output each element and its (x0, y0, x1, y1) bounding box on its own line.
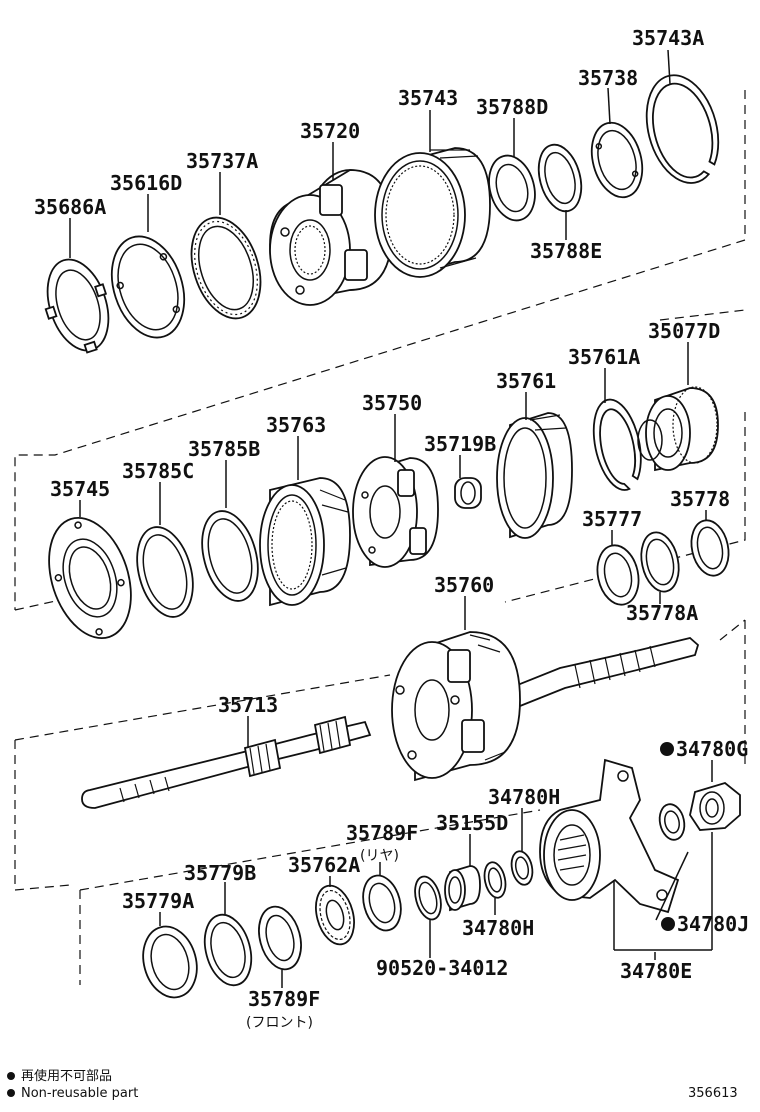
part-35743-drawing (374, 147, 491, 278)
part-35745-drawing (48, 516, 132, 640)
label-34780H-top: 34780H (488, 785, 560, 809)
label-34780H-bottom: 34780H (462, 916, 534, 940)
part-35155D-drawing (444, 865, 481, 912)
label-35155D: 35155D (436, 811, 508, 835)
part-35713-drawing (81, 715, 372, 809)
label-35779B: 35779B (184, 861, 256, 885)
part-35779B-drawing (203, 913, 253, 987)
label-35713: 35713 (218, 693, 278, 717)
part-labels: 35743A 35738 35788D 35743 35720 35737A 3… (34, 26, 749, 1031)
part-35686A-drawing (44, 258, 110, 354)
legend: 再使用不可部品 Non-reusable part (7, 1068, 138, 1101)
part-90520-34012-drawing (414, 875, 442, 921)
part-35779A-drawing (142, 925, 198, 999)
label-35077D: 35077D (648, 319, 720, 343)
label-35777: 35777 (582, 507, 642, 531)
label-35737A: 35737A (186, 149, 258, 173)
part-35738-drawing (590, 121, 644, 199)
part-35789F-front-drawing (258, 905, 302, 971)
part-34780H-bottom-drawing (483, 861, 507, 899)
part-35762A-drawing (315, 884, 355, 946)
non-reusable-dot-34780J (661, 917, 675, 931)
label-35789F-front-note: (フロント) (246, 1015, 313, 1031)
part-34780G-drawing (689, 782, 741, 831)
part-35785C-drawing (136, 526, 194, 618)
part-35777-drawing (596, 544, 640, 606)
label-35761: 35761 (496, 369, 556, 393)
part-35737A-drawing (190, 216, 262, 320)
part-35788D-drawing (488, 154, 536, 222)
section-outlines (14, 90, 746, 985)
label-35686A: 35686A (34, 195, 106, 219)
part-34780H-top-drawing (510, 850, 534, 886)
part-35616D-drawing (110, 235, 186, 339)
label-35788E: 35788E (530, 239, 602, 263)
part-35763-drawing (259, 477, 351, 607)
part-35720-drawing (269, 169, 393, 306)
label-35750: 35750 (362, 391, 422, 415)
part-35785B-drawing (201, 510, 259, 602)
label-35788D: 35788D (476, 95, 548, 119)
label-35789F-front: 35789F (248, 987, 320, 1011)
label-35760: 35760 (434, 573, 494, 597)
label-35616D: 35616D (110, 171, 182, 195)
label-34780E: 34780E (620, 959, 692, 983)
label-35743: 35743 (398, 86, 458, 110)
label-35720: 35720 (300, 119, 360, 143)
leader-lines (69, 49, 713, 988)
label-35785C: 35785C (122, 459, 194, 483)
label-90520-34012: 90520-34012 (376, 956, 508, 980)
part-35788E-drawing (537, 143, 583, 213)
label-35785B: 35785B (188, 437, 260, 461)
label-35789F-rear-note: (リヤ) (360, 848, 399, 864)
label-35719B: 35719B (424, 432, 496, 456)
figure-number: 356613 (688, 1086, 738, 1101)
part-35761-drawing (496, 412, 573, 539)
part-35743A-drawing (645, 74, 720, 184)
label-35779A: 35779A (122, 889, 194, 913)
part-35750-drawing (352, 456, 439, 568)
part-35778-drawing (690, 519, 730, 577)
legend-text-jp: 再使用不可部品 (21, 1068, 112, 1084)
legend-dot-en (7, 1089, 15, 1097)
label-35789F-rear: 35789F (346, 821, 418, 845)
label-35738: 35738 (578, 66, 638, 90)
part-35778A-drawing (640, 531, 680, 593)
label-35778A: 35778A (626, 601, 698, 625)
label-35743A: 35743A (632, 26, 704, 50)
part-35761A-drawing (592, 398, 642, 491)
part-34780J-drawing (658, 803, 686, 841)
part-34780E-drawing (539, 758, 680, 914)
label-34780J: 34780J (677, 912, 749, 936)
label-35778: 35778 (670, 487, 730, 511)
label-35745: 35745 (50, 477, 110, 501)
part-35789F-rear-drawing (362, 874, 402, 932)
label-35762A: 35762A (288, 853, 360, 877)
legend-text-en: Non-reusable part (21, 1086, 138, 1101)
label-34780G: 34780G (676, 737, 748, 761)
non-reusable-dot-34780G (660, 742, 674, 756)
part-35719B-drawing (454, 477, 482, 509)
label-35761A: 35761A (568, 345, 640, 369)
label-35763: 35763 (266, 413, 326, 437)
part-35077D-drawing (637, 386, 719, 472)
part-35760-drawing (391, 631, 700, 782)
legend-dot (7, 1072, 15, 1080)
